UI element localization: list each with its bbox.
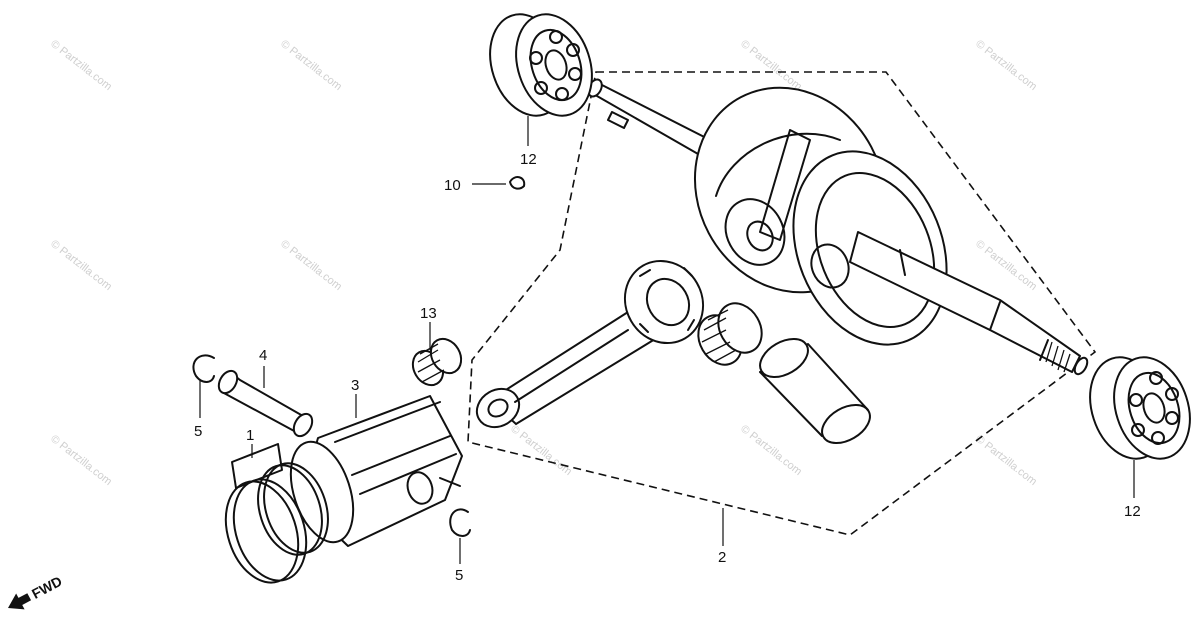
- connecting-rod[interactable]: [470, 247, 718, 435]
- fwd-indicator: FWD: [8, 573, 65, 610]
- assembly-boundary: [467, 71, 1097, 536]
- watermark: © Partzilla.com: [48, 433, 114, 488]
- callout-pin-clip-right: 5: [455, 567, 463, 584]
- watermark: © Partzilla.com: [738, 38, 804, 93]
- arrow-left-icon: [8, 593, 32, 610]
- watermark: © Partzilla.com: [508, 423, 574, 478]
- callout-piston-ring-set: 1: [246, 427, 254, 444]
- watermark: © Partzilla.com: [738, 423, 804, 478]
- crank-pin[interactable]: [753, 331, 876, 451]
- callout-woodruff-key: 10: [444, 177, 461, 194]
- watermark: © Partzilla.com: [973, 433, 1039, 488]
- piston[interactable]: [279, 395, 463, 550]
- fwd-label: FWD: [29, 573, 65, 602]
- watermark: © Partzilla.com: [973, 238, 1039, 293]
- crankshaft[interactable]: [585, 54, 1089, 376]
- callout-bearing-top: 12: [520, 151, 537, 168]
- piston-pin[interactable]: [215, 368, 316, 440]
- callout-piston-pin: 4: [259, 347, 267, 364]
- needle-bearing-big-end[interactable]: [690, 295, 771, 372]
- woodruff-key[interactable]: [509, 176, 526, 190]
- callout-crankshaft-assembly: 2: [718, 549, 726, 566]
- callout-labels: 12 10 13 4 3 5 1 5 2 12: [194, 151, 1141, 584]
- circlip-left[interactable]: [192, 354, 215, 383]
- watermark: © Partzilla.com: [973, 38, 1039, 93]
- leader-lines: [199, 116, 1135, 564]
- callout-pin-clip-left: 5: [194, 423, 202, 440]
- callout-piston: 3: [351, 377, 359, 394]
- circlip-right[interactable]: [449, 508, 471, 537]
- watermark: © Partzilla.com: [278, 38, 344, 93]
- watermark: © Partzilla.com: [278, 238, 344, 293]
- piston-ring-set[interactable]: [214, 443, 339, 592]
- needle-bearing-13[interactable]: [407, 333, 467, 390]
- watermark: © Partzilla.com: [48, 238, 114, 293]
- watermark: © Partzilla.com: [48, 38, 114, 93]
- callout-needle-bearing: 13: [420, 305, 437, 322]
- ball-bearing-right[interactable]: [1078, 347, 1200, 468]
- callout-bearing-right: 12: [1124, 503, 1141, 520]
- ball-bearing-top[interactable]: [478, 4, 605, 125]
